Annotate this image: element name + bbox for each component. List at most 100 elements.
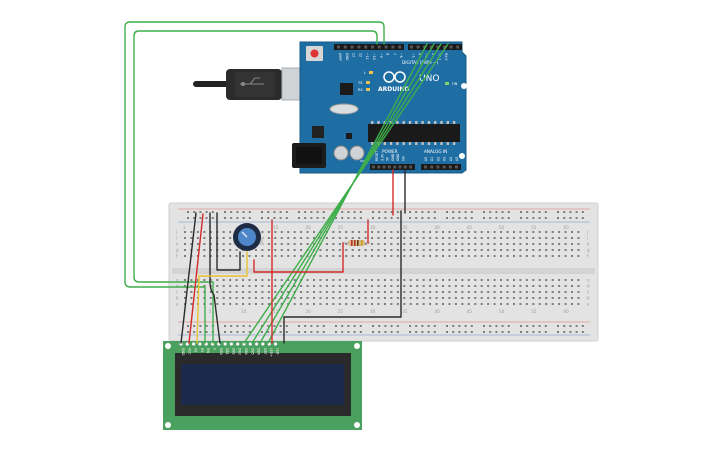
breadboard-rail-hole[interactable]: [446, 325, 448, 327]
breadboard-hole[interactable]: [390, 249, 393, 251]
breadboard-hole[interactable]: [422, 255, 425, 257]
breadboard-hole[interactable]: [235, 249, 238, 251]
header-pin[interactable]: [449, 45, 453, 49]
breadboard-hole[interactable]: [454, 291, 457, 293]
breadboard-rail-hole[interactable]: [415, 325, 418, 327]
breadboard-hole[interactable]: [480, 255, 483, 257]
breadboard-hole[interactable]: [203, 279, 206, 281]
breadboard-hole[interactable]: [403, 249, 406, 251]
breadboard-hole[interactable]: [332, 297, 335, 299]
breadboard-hole[interactable]: [300, 303, 303, 305]
breadboard-hole[interactable]: [293, 231, 296, 233]
breadboard-hole[interactable]: [377, 243, 380, 245]
breadboard-hole[interactable]: [261, 291, 264, 293]
breadboard-hole[interactable]: [216, 303, 219, 305]
breadboard-rail-hole[interactable]: [205, 331, 208, 333]
breadboard-hole[interactable]: [345, 297, 348, 299]
breadboard-hole[interactable]: [319, 291, 322, 293]
breadboard-hole[interactable]: [300, 243, 303, 245]
breadboard-rail-hole[interactable]: [390, 217, 393, 219]
breadboard-hole[interactable]: [325, 285, 328, 287]
breadboard-rail-hole[interactable]: [470, 217, 473, 219]
breadboard-rail-hole[interactable]: [532, 325, 535, 327]
breadboard-hole[interactable]: [512, 297, 515, 299]
breadboard-hole[interactable]: [235, 255, 238, 257]
breadboard-hole[interactable]: [229, 243, 232, 245]
breadboard-hole[interactable]: [454, 297, 457, 299]
breadboard-hole[interactable]: [493, 291, 496, 293]
breadboard-hole[interactable]: [487, 237, 490, 239]
breadboard-hole[interactable]: [487, 249, 490, 251]
breadboard-rail-hole[interactable]: [242, 331, 245, 333]
breadboard-hole[interactable]: [512, 279, 515, 281]
header-pin[interactable]: [384, 45, 388, 49]
breadboard-hole[interactable]: [532, 249, 535, 251]
breadboard-hole[interactable]: [545, 303, 548, 305]
breadboard-rail-hole[interactable]: [347, 331, 350, 333]
breadboard-hole[interactable]: [267, 255, 270, 257]
breadboard-hole[interactable]: [480, 291, 483, 293]
breadboard-hole[interactable]: [506, 237, 509, 239]
breadboard-hole[interactable]: [545, 285, 548, 287]
breadboard-hole[interactable]: [229, 255, 232, 257]
breadboard-rail-hole[interactable]: [483, 217, 485, 219]
breadboard-hole[interactable]: [545, 231, 548, 233]
lcd-pin[interactable]: [273, 342, 278, 346]
breadboard-hole[interactable]: [274, 285, 277, 287]
lcd-pin[interactable]: [191, 342, 196, 346]
breadboard-rail-hole[interactable]: [267, 331, 270, 333]
breadboard-hole[interactable]: [571, 303, 573, 305]
breadboard-hole[interactable]: [558, 279, 561, 281]
breadboard-rail-hole[interactable]: [304, 325, 307, 327]
breadboard-hole[interactable]: [338, 279, 341, 281]
breadboard-hole[interactable]: [558, 231, 561, 233]
breadboard-hole[interactable]: [319, 255, 322, 257]
breadboard-hole[interactable]: [203, 243, 206, 245]
breadboard-hole[interactable]: [196, 243, 199, 245]
breadboard-hole[interactable]: [461, 231, 464, 233]
breadboard-hole[interactable]: [345, 231, 348, 233]
breadboard-rail-hole[interactable]: [464, 331, 467, 333]
breadboard-hole[interactable]: [454, 255, 457, 257]
breadboard-rail-hole[interactable]: [384, 211, 387, 213]
breadboard-rail-hole[interactable]: [538, 211, 541, 213]
breadboard-hole[interactable]: [222, 285, 225, 287]
breadboard-hole[interactable]: [364, 285, 367, 287]
breadboard-rail-hole[interactable]: [563, 325, 566, 327]
breadboard-hole[interactable]: [409, 303, 412, 305]
breadboard-hole[interactable]: [364, 303, 367, 305]
breadboard-rail-hole[interactable]: [273, 325, 276, 327]
breadboard-hole[interactable]: [313, 297, 315, 299]
breadboard-rail-hole[interactable]: [557, 211, 559, 213]
breadboard-hole[interactable]: [429, 291, 432, 293]
breadboard-hole[interactable]: [500, 285, 503, 287]
breadboard-rail-hole[interactable]: [279, 325, 282, 327]
breadboard-hole[interactable]: [493, 231, 496, 233]
breadboard-hole[interactable]: [216, 285, 219, 287]
breadboard-rail-hole[interactable]: [211, 211, 214, 213]
breadboard-hole[interactable]: [461, 285, 464, 287]
breadboard-hole[interactable]: [332, 303, 335, 305]
breadboard-hole[interactable]: [383, 231, 386, 233]
breadboard-hole[interactable]: [480, 279, 483, 281]
breadboard-hole[interactable]: [319, 279, 322, 281]
breadboard-rail-hole[interactable]: [230, 217, 233, 219]
breadboard-hole[interactable]: [274, 243, 277, 245]
breadboard-hole[interactable]: [577, 303, 580, 305]
breadboard-hole[interactable]: [190, 231, 193, 233]
breadboard-hole[interactable]: [267, 249, 270, 251]
breadboard-rail-hole[interactable]: [581, 331, 584, 333]
breadboard-rail-hole[interactable]: [581, 211, 584, 213]
breadboard-hole[interactable]: [564, 243, 567, 245]
breadboard-hole[interactable]: [454, 249, 457, 251]
breadboard-hole[interactable]: [512, 237, 515, 239]
breadboard-hole[interactable]: [422, 285, 425, 287]
breadboard-rail-hole[interactable]: [409, 211, 411, 213]
breadboard-hole[interactable]: [229, 285, 232, 287]
breadboard-hole[interactable]: [525, 279, 528, 281]
breadboard-hole[interactable]: [254, 291, 257, 293]
breadboard-hole[interactable]: [416, 291, 419, 293]
breadboard-hole[interactable]: [467, 297, 470, 299]
breadboard-hole[interactable]: [467, 285, 470, 287]
breadboard-hole[interactable]: [564, 249, 567, 251]
